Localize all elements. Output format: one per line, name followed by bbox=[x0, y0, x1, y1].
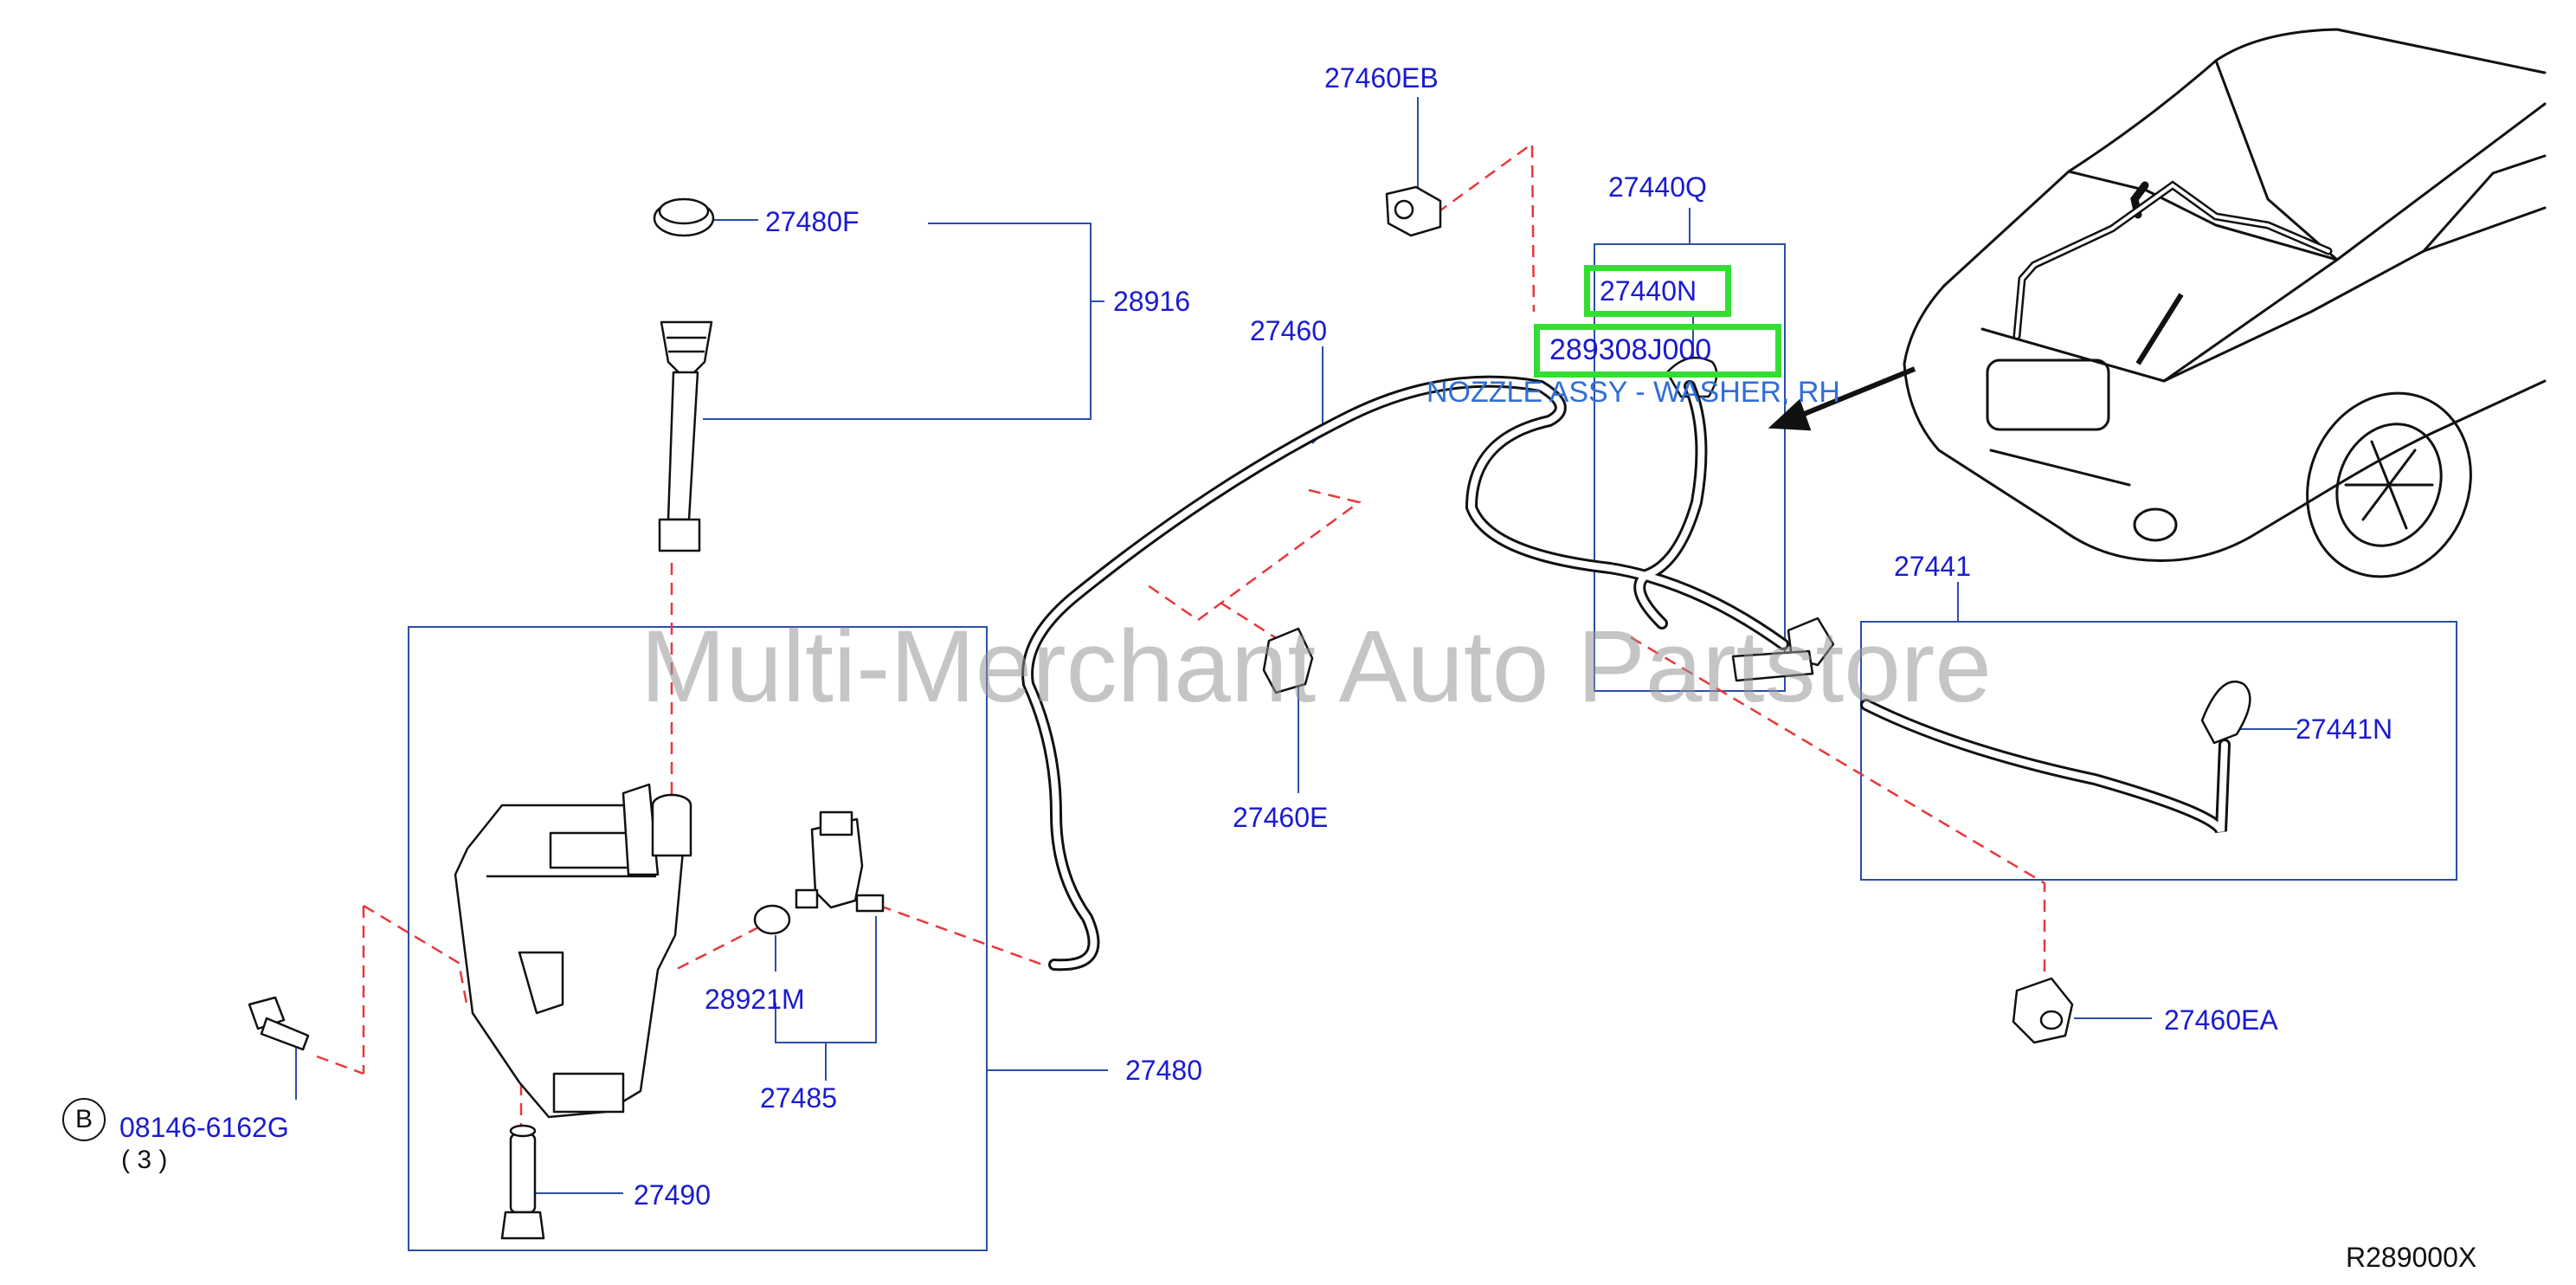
part-label-27485[interactable]: 27485 bbox=[760, 1082, 837, 1114]
part-label-27440Q[interactable]: 27440Q bbox=[1608, 171, 1707, 203]
box-27480 bbox=[408, 626, 988, 1251]
part-label-27440N[interactable]: 27440N bbox=[1600, 275, 1697, 307]
box-27441 bbox=[1860, 621, 2457, 881]
part-label-27460EB[interactable]: 27460EB bbox=[1324, 62, 1439, 94]
part-label-27460E[interactable]: 27460E bbox=[1233, 802, 1329, 833]
part-label-28916[interactable]: 28916 bbox=[1113, 286, 1190, 317]
watermark: Multi-Merchant Auto Partstore bbox=[641, 610, 1992, 724]
part-label-27460EA[interactable]: 27460EA bbox=[2164, 1004, 2278, 1036]
bolt-symbol: B bbox=[62, 1098, 106, 1141]
highlight-description: NOZZLE ASSY - WASHER, RH bbox=[1426, 376, 1840, 409]
part-label-27441N[interactable]: 27441N bbox=[2296, 714, 2393, 745]
part-label-27490[interactable]: 27490 bbox=[634, 1179, 711, 1211]
part-label-08146-6162G[interactable]: 08146-6162G bbox=[119, 1112, 289, 1143]
part-label-27480F[interactable]: 27480F bbox=[765, 206, 860, 237]
bolt-quantity: ( 3 ) bbox=[121, 1146, 168, 1174]
part-label-289308J000[interactable]: 289308J000 bbox=[1549, 333, 1712, 366]
highlight-box-27440N bbox=[1584, 265, 1731, 317]
part-label-27480[interactable]: 27480 bbox=[1125, 1055, 1202, 1086]
part-label-27460[interactable]: 27460 bbox=[1250, 315, 1327, 346]
part-label-28921M[interactable]: 28921M bbox=[705, 984, 805, 1015]
highlight-box-289308J000 bbox=[1534, 324, 1781, 378]
part-label-27441[interactable]: 27441 bbox=[1894, 551, 1971, 582]
drawing-code: R289000X bbox=[2346, 1242, 2477, 1273]
